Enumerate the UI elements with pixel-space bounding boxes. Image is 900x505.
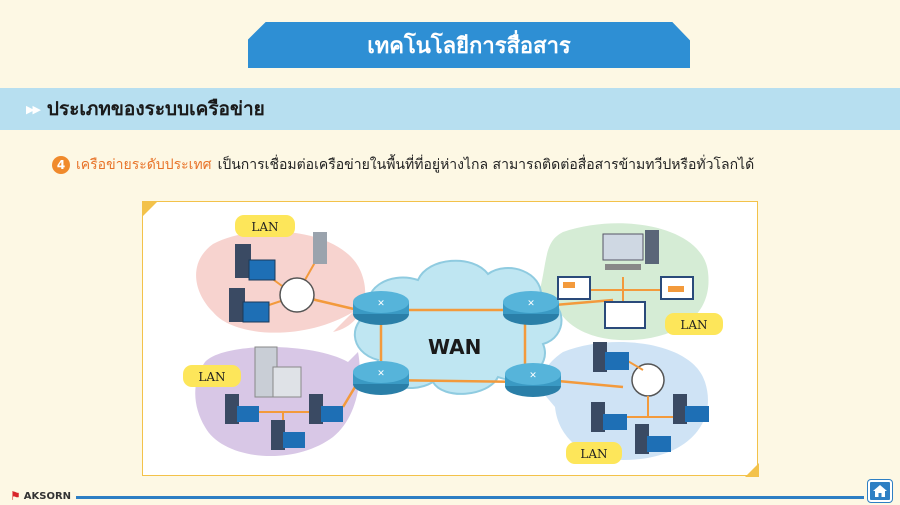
footer-divider bbox=[76, 496, 864, 499]
wan-label: WAN bbox=[428, 335, 481, 359]
server-icon bbox=[271, 420, 305, 450]
lan-label-bottom-right: LAN bbox=[580, 447, 607, 461]
svg-text:✕: ✕ bbox=[529, 371, 537, 381]
server-icon bbox=[229, 288, 270, 323]
description-text: เป็นการเชื่อมต่อเครือข่ายในพื้นที่ที่อยู… bbox=[217, 157, 755, 173]
svg-text:✕: ✕ bbox=[527, 299, 535, 309]
keyword-text: เครือข่ายระดับประเทศ bbox=[76, 157, 212, 173]
aksorn-logo-icon: ⚑ bbox=[10, 489, 21, 503]
hub-icon bbox=[631, 363, 665, 397]
monitor-icon bbox=[602, 230, 659, 270]
section-header: ▶▶ ประเภทของระบบเครือข่าย bbox=[0, 88, 900, 130]
description-line: 4 เครือข่ายระดับประเทศ เป็นการเชื่อมต่อเ… bbox=[52, 153, 882, 177]
lan-label-top-right: LAN bbox=[680, 318, 707, 332]
wan-diagram: WAN ✕ ✕ ✕ bbox=[142, 201, 759, 477]
wan-diagram-svg: WAN ✕ ✕ ✕ bbox=[143, 202, 759, 477]
server-icon bbox=[591, 402, 627, 432]
hub-icon bbox=[279, 277, 315, 313]
slide-title: เทคโนโลยีการสื่อสาร bbox=[367, 33, 571, 59]
server-icon bbox=[593, 342, 629, 372]
server-icon bbox=[225, 394, 259, 424]
router-icon: ✕ bbox=[505, 363, 561, 397]
slide-title-banner: เทคโนโลยีการสื่อสาร bbox=[248, 22, 690, 68]
lan-bubble-top-left bbox=[196, 231, 366, 333]
aksorn-logo: ⚑ AKSORN bbox=[10, 488, 71, 504]
server-icon bbox=[309, 394, 343, 424]
svg-text:✕: ✕ bbox=[377, 299, 385, 309]
home-button[interactable] bbox=[868, 480, 892, 502]
section-title: ประเภทของระบบเครือข่าย bbox=[46, 98, 265, 120]
router-icon: ✕ bbox=[353, 361, 409, 395]
server-icon bbox=[673, 394, 709, 424]
monitor-icon bbox=[660, 276, 694, 300]
play-arrows-icon: ▶▶ bbox=[26, 102, 41, 116]
server-icon bbox=[313, 232, 327, 264]
router-icon: ✕ bbox=[353, 291, 409, 325]
home-icon bbox=[873, 485, 887, 497]
monitor-icon bbox=[604, 301, 646, 329]
logo-text: AKSORN bbox=[23, 490, 72, 502]
lan-bubble-bottom-right bbox=[538, 342, 708, 460]
server-icon bbox=[235, 244, 276, 281]
building-icon bbox=[254, 346, 302, 398]
lan-label-top-left: LAN bbox=[251, 220, 278, 234]
router-icon: ✕ bbox=[503, 291, 559, 325]
lan-label-bottom-left: LAN bbox=[198, 370, 225, 384]
server-icon bbox=[635, 424, 671, 454]
monitor-icon bbox=[557, 276, 591, 300]
item-number-badge: 4 bbox=[52, 156, 70, 174]
svg-text:✕: ✕ bbox=[377, 369, 385, 379]
